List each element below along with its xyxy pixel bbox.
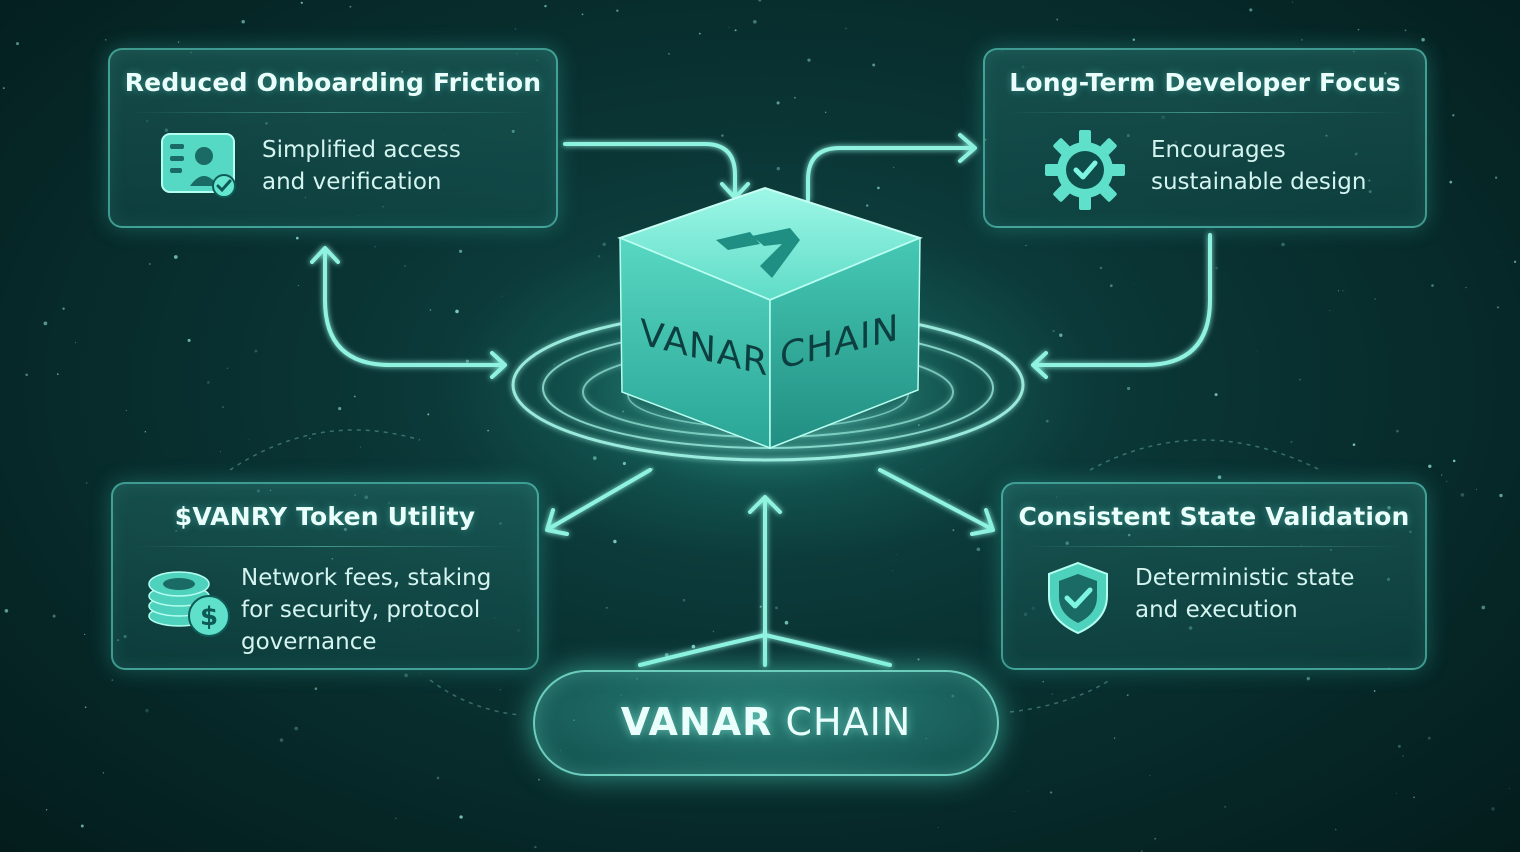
card-divider: [132, 112, 534, 113]
coins-dollar-icon: $: [143, 562, 233, 640]
card-description: Deterministic state and execution: [1135, 562, 1354, 626]
footer-brand-light: CHAIN: [772, 700, 911, 744]
card-description: Network fees, staking for security, prot…: [241, 562, 491, 658]
footer-brand-text: VANAR CHAIN: [535, 700, 997, 744]
vanar-chain-footer-badge: VANAR CHAIN: [533, 670, 999, 776]
card-divider: [135, 546, 515, 547]
card-divider: [1007, 112, 1403, 113]
card-long-term-developer-focus: Long-Term Developer Focus Encourages sus…: [983, 48, 1427, 228]
card-title: Reduced Onboarding Friction: [110, 68, 556, 97]
card-title: Consistent State Validation: [1003, 502, 1425, 531]
card-title: Long-Term Developer Focus: [985, 68, 1425, 97]
id-card-check-icon: [160, 132, 240, 200]
footer-brand-bold: VANAR: [621, 700, 773, 744]
svg-text:$: $: [200, 602, 218, 632]
card-description: Encourages sustainable design: [1151, 134, 1366, 198]
card-title: $VANRY Token Utility: [113, 502, 537, 531]
gear-check-icon: [1043, 128, 1127, 212]
card-reduced-onboarding-friction: Reduced Onboarding Friction Simplified a…: [108, 48, 558, 228]
card-vanry-token-utility: $VANRY Token Utility $ Network fees, sta…: [111, 482, 539, 670]
card-description: Simplified access and verification: [262, 134, 461, 198]
card-consistent-state-validation: Consistent State Validation Deterministi…: [1001, 482, 1427, 670]
shield-check-icon: [1043, 560, 1113, 636]
card-divider: [1025, 546, 1403, 547]
